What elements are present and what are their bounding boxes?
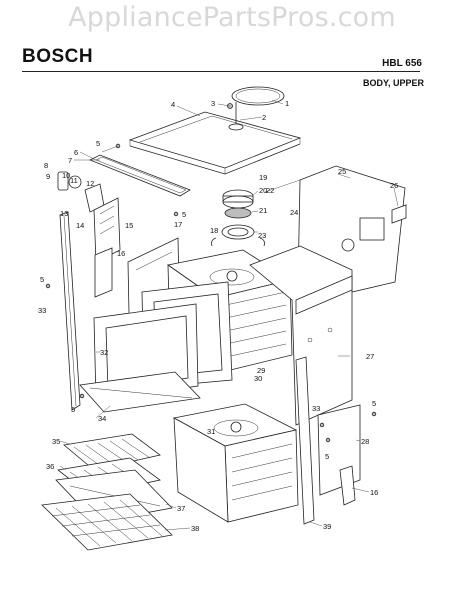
callout-5: 5 bbox=[96, 139, 100, 148]
callout-26: 26 bbox=[390, 181, 398, 190]
callout-27: 27 bbox=[366, 352, 374, 361]
callout-24: 24 bbox=[290, 208, 298, 217]
callout-numbers: 1 2 3 4 5 6 7 8 9 10 11 12 13 14 15 16 1… bbox=[38, 99, 398, 533]
callout-12: 12 bbox=[86, 179, 94, 188]
callout-19: 19 bbox=[259, 173, 267, 182]
callout-39: 39 bbox=[323, 522, 331, 531]
callout-17: 17 bbox=[174, 220, 182, 229]
callout-16b: 16 bbox=[370, 488, 378, 497]
lower-oven-cavity bbox=[172, 403, 299, 523]
model-number: HBL 656 bbox=[382, 58, 422, 69]
callout-20: 20 bbox=[259, 186, 267, 195]
header-rule bbox=[22, 71, 420, 72]
callout-3: 3 bbox=[211, 99, 215, 108]
callout-1: 1 bbox=[285, 99, 289, 108]
middle-trim-bar bbox=[79, 371, 201, 413]
callout-5c: 5 bbox=[71, 405, 75, 414]
callout-16: 16 bbox=[117, 249, 125, 258]
fan-motor-assembly bbox=[211, 189, 265, 247]
callout-10: 10 bbox=[62, 171, 70, 180]
callout-33b: 33 bbox=[312, 404, 320, 413]
callout-6: 6 bbox=[74, 148, 78, 157]
callout-2: 2 bbox=[262, 113, 266, 122]
oven-racks bbox=[41, 433, 173, 551]
callout-29: 29 bbox=[257, 366, 265, 375]
callout-18: 18 bbox=[210, 226, 218, 235]
callout-13: 13 bbox=[60, 209, 68, 218]
callout-14: 14 bbox=[76, 221, 84, 230]
callout-9: 9 bbox=[46, 172, 50, 181]
callout-35: 35 bbox=[52, 437, 60, 446]
callout-34: 34 bbox=[98, 414, 106, 423]
callout-30: 30 bbox=[254, 374, 262, 383]
lower-side-bracket bbox=[317, 404, 361, 506]
right-front-frame bbox=[295, 356, 315, 525]
callout-22: 22 bbox=[266, 186, 274, 195]
fan-cover-ring bbox=[227, 86, 285, 131]
callout-36: 36 bbox=[46, 462, 54, 471]
callout-5f: 5 bbox=[40, 275, 44, 284]
callout-4: 4 bbox=[171, 100, 175, 109]
callout-5d: 5 bbox=[372, 399, 376, 408]
screws bbox=[45, 143, 377, 443]
section-title: BODY, UPPER bbox=[362, 78, 424, 88]
callout-25: 25 bbox=[338, 167, 346, 176]
callout-21: 21 bbox=[259, 206, 267, 215]
callout-5e: 5 bbox=[325, 452, 329, 461]
callout-leaders bbox=[59, 99, 399, 531]
front-trim-strip bbox=[89, 154, 191, 197]
callout-37: 37 bbox=[177, 504, 185, 513]
control-bracket-parts bbox=[57, 171, 121, 298]
callout-15: 15 bbox=[125, 221, 133, 230]
callout-28: 28 bbox=[361, 437, 369, 446]
callout-38: 38 bbox=[191, 524, 199, 533]
watermark: AppliancePartsPros.com bbox=[68, 2, 396, 33]
callout-7: 7 bbox=[68, 156, 72, 165]
callout-11: 11 bbox=[70, 176, 78, 185]
callout-32: 32 bbox=[100, 348, 108, 357]
callout-23: 23 bbox=[258, 231, 266, 240]
callout-5b: 5 bbox=[182, 210, 186, 219]
left-front-frame bbox=[59, 211, 81, 411]
brand-logo: BOSCH bbox=[22, 46, 94, 67]
callout-33: 33 bbox=[38, 306, 46, 315]
callout-31: 31 bbox=[207, 427, 215, 436]
right-side-wrap-panel bbox=[249, 245, 353, 426]
top-cover-panel bbox=[128, 111, 302, 175]
callout-8: 8 bbox=[44, 161, 48, 170]
